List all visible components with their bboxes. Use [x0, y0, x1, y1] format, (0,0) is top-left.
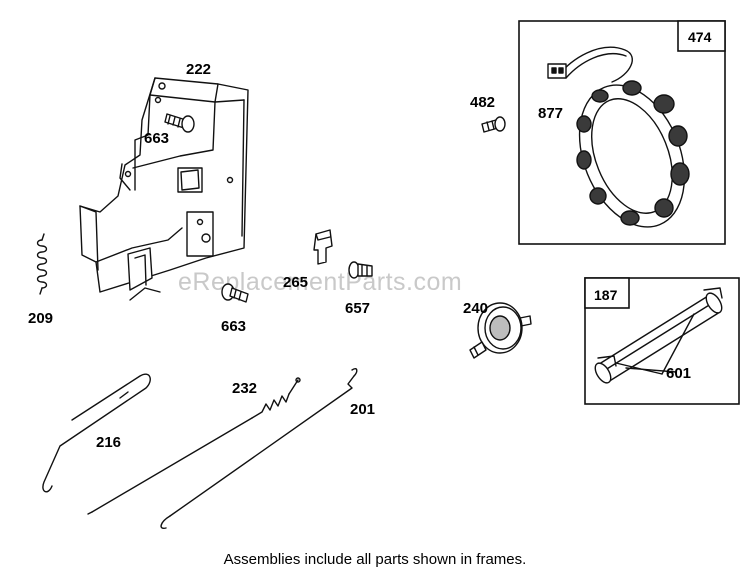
watermark: eReplacementParts.com	[178, 268, 462, 296]
callout-663-lower: 663	[221, 318, 246, 335]
fuel-line-601	[594, 287, 723, 384]
callout-216: 216	[96, 434, 121, 451]
callout-482: 482	[470, 94, 495, 111]
screw-663-upper	[164, 113, 195, 133]
callout-265: 265	[283, 274, 308, 291]
callout-601: 601	[666, 365, 691, 382]
frame-474	[518, 20, 726, 245]
link-rod-216	[42, 373, 151, 493]
frame-187-label: 187	[594, 287, 618, 303]
link-rod-201	[160, 367, 358, 529]
screw-663-lower	[221, 283, 249, 303]
callout-663-upper: 663	[144, 130, 169, 147]
clip-265	[313, 229, 333, 265]
callout-222: 222	[186, 61, 211, 78]
leader-lines	[615, 313, 695, 375]
screw-657	[348, 261, 373, 279]
callout-240: 240	[463, 300, 488, 317]
frame-474-label: 474	[688, 29, 712, 45]
fuel-filter-240	[469, 302, 532, 359]
control-bracket	[79, 77, 249, 301]
callout-232: 232	[232, 380, 257, 397]
callout-877: 877	[538, 105, 563, 122]
frame-187	[584, 277, 740, 405]
callout-209: 209	[28, 310, 53, 327]
spring-209	[36, 233, 48, 295]
callout-201: 201	[350, 401, 375, 418]
caption: Assemblies include all parts shown in fr…	[223, 551, 527, 568]
callout-657: 657	[345, 300, 370, 317]
stator-877	[547, 46, 690, 228]
link-rod-232	[87, 377, 301, 515]
screw-482	[481, 116, 506, 133]
frame-187-tag	[584, 277, 630, 309]
frame-474-tag	[677, 20, 726, 52]
